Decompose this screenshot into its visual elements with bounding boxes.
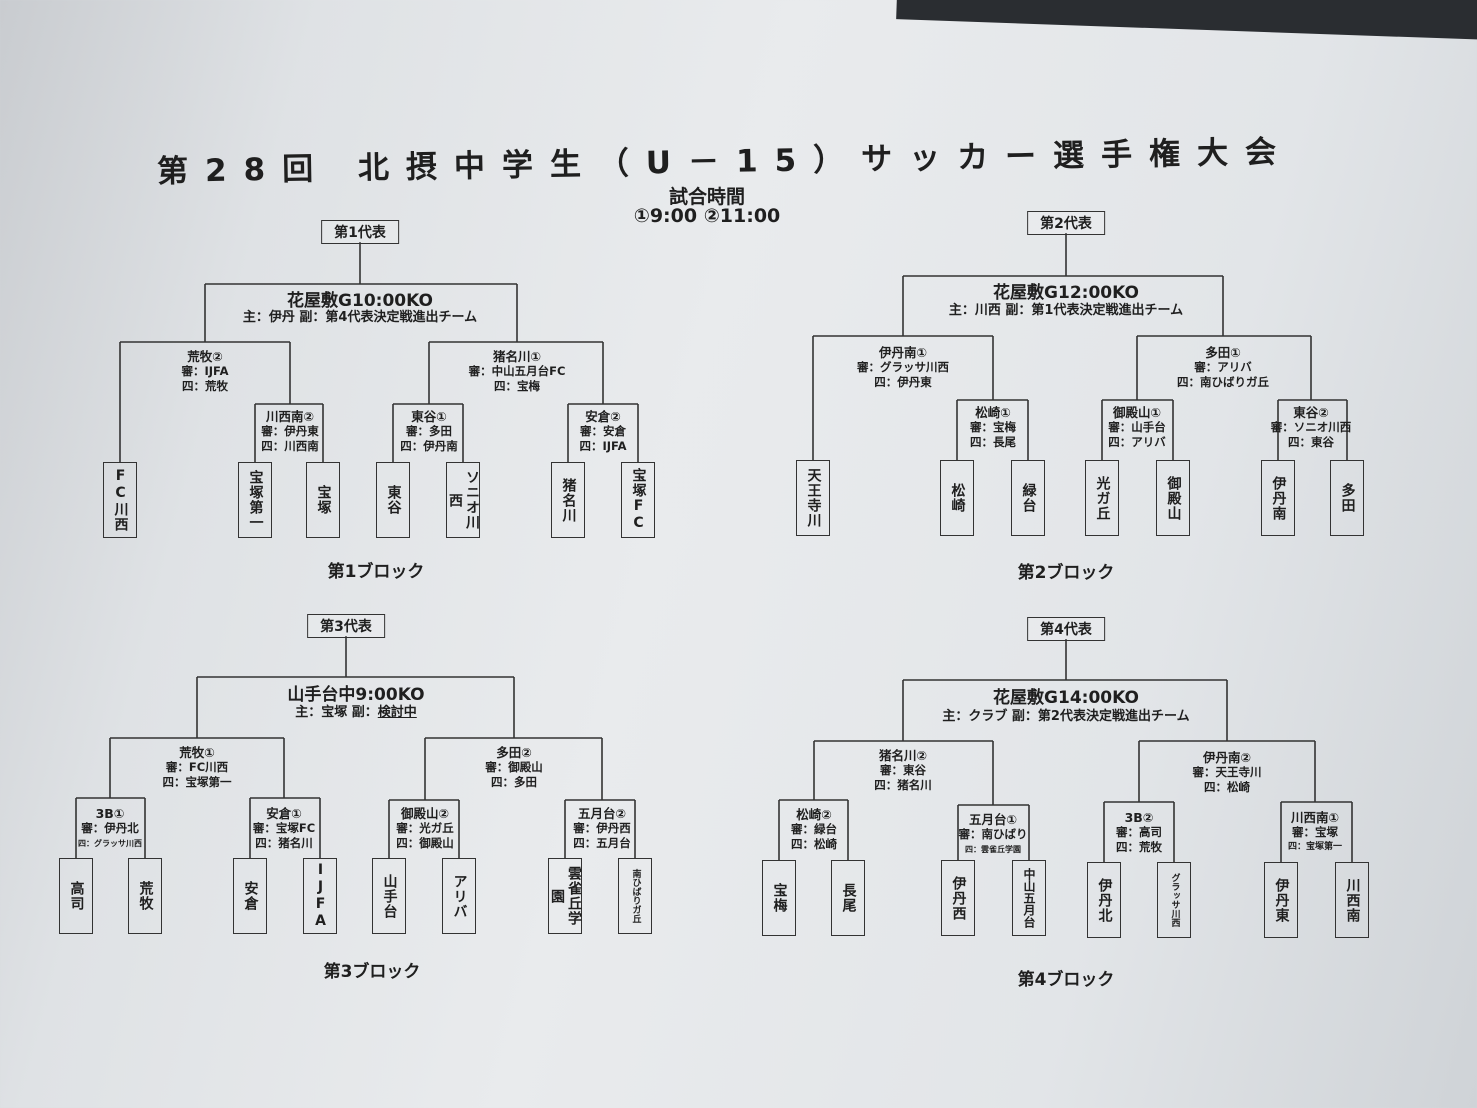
- team-box: 東谷: [376, 462, 410, 538]
- block-name-4: 第4ブロック: [1017, 970, 1115, 990]
- team-box: 御殿山: [1156, 460, 1190, 536]
- block-3-lines: [75, 636, 636, 858]
- block-name-3: 第3ブロック: [323, 962, 421, 982]
- team-box: 松崎: [940, 460, 974, 536]
- final-venue-3: 山手台中9:00KO: [287, 685, 425, 705]
- block-2-lines: [812, 233, 1348, 460]
- final-venue-2: 花屋敷G12:00KO: [993, 283, 1139, 303]
- team-box: 伊丹南: [1261, 460, 1295, 536]
- team-box: 中山五月台: [1012, 860, 1046, 936]
- team-box: 川西南: [1335, 862, 1369, 938]
- team-box: 荒牧: [128, 858, 162, 934]
- team-box: 天王寺川: [796, 460, 830, 536]
- team-box: 伊丹北: [1087, 862, 1121, 938]
- match-times-label: 試合時間: [668, 186, 746, 208]
- team-box: 宝塚第一: [238, 462, 272, 538]
- team-box: 多田: [1330, 460, 1364, 536]
- team-box: 宝塚: [306, 462, 340, 538]
- representative-label-2: 第2代表: [1027, 211, 1105, 235]
- final-venue-4: 花屋敷G14:00KO: [993, 688, 1139, 708]
- final-officials-2: 主：川西 副：第1代表決定戦進出チーム: [948, 303, 1184, 318]
- team-box: ソニオ川西: [446, 462, 480, 538]
- representative-label-3: 第3代表: [307, 614, 385, 638]
- final-officials-3: 主：宝塚 副：検討中: [295, 705, 417, 720]
- team-box: 伊丹西: [941, 860, 975, 936]
- team-box: 山手台: [372, 858, 406, 934]
- team-box: アリバ: [442, 858, 476, 934]
- final-venue-1: 花屋敷G10:00KO: [287, 291, 433, 311]
- block-name-1: 第1ブロック: [327, 562, 425, 582]
- team-box: 緑台: [1011, 460, 1045, 536]
- block-4-lines: [778, 639, 1353, 862]
- team-box: 猪名川: [551, 462, 585, 538]
- team-box: 長尾: [831, 860, 865, 936]
- block-name-2: 第2ブロック: [1017, 563, 1115, 583]
- team-box: 光ガ丘: [1085, 460, 1119, 536]
- team-box: IJFA: [303, 858, 337, 934]
- representative-label-1: 第1代表: [321, 220, 399, 244]
- team-box: グラッサ川西: [1157, 862, 1191, 938]
- team-box: 高司: [59, 858, 93, 934]
- team-box: FC川西: [103, 462, 137, 538]
- team-box: 宝塚FC: [621, 462, 655, 538]
- team-box: 南ひばりガ丘: [618, 858, 652, 934]
- representative-label-4: 第4代表: [1027, 617, 1105, 641]
- team-box: 伊丹東: [1264, 862, 1298, 938]
- final-officials-4: 主：クラブ 副：第2代表決定戦進出チーム: [942, 709, 1190, 724]
- block-1-lines: [119, 242, 639, 462]
- team-box: 雲雀丘学園: [548, 858, 582, 934]
- final-officials-1: 主：伊丹 副：第4代表決定戦進出チーム: [242, 310, 478, 325]
- match-times: ①9:00 ②11:00: [633, 205, 781, 227]
- team-box: 安倉: [233, 858, 267, 934]
- team-box: 宝梅: [762, 860, 796, 936]
